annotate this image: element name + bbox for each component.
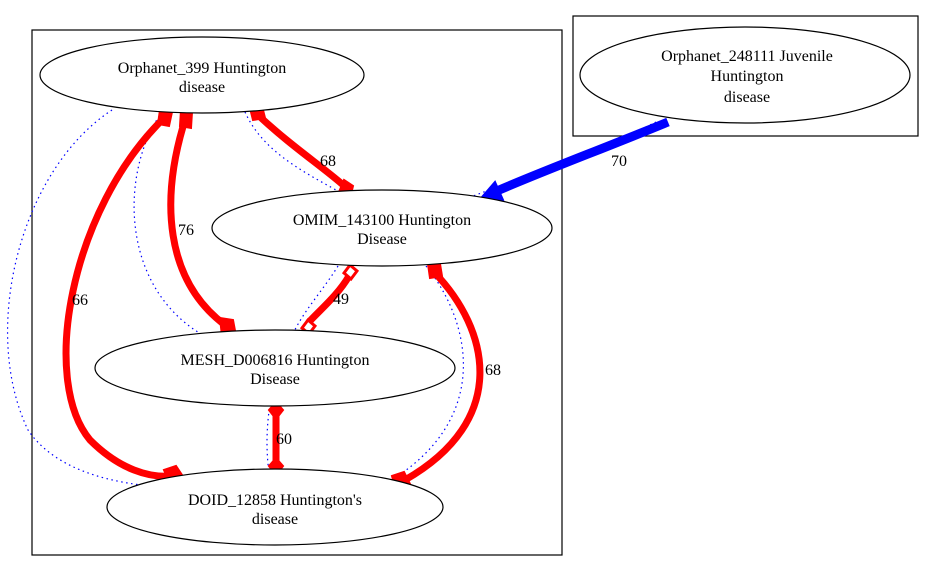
edge-omim-mesh — [305, 272, 353, 326]
node-orphanet-248111-line-2: Huntington — [711, 68, 784, 85]
main-cluster — [31, 29, 563, 556]
edge-orphanet248111-omim — [488, 117, 670, 199]
node-omim-143100-line-2: Disease — [357, 231, 407, 248]
edge-orphanet399-omim — [254, 111, 346, 188]
juvenile-cluster — [572, 15, 919, 137]
node-doid-12858-shape — [106, 468, 444, 546]
node-doid-12858-line-2: disease — [252, 511, 298, 528]
edge-orphanet399-mesh — [167, 116, 229, 329]
edge-label-mesh-doid: 60 — [276, 431, 292, 448]
edge-omim-mesh-tail — [341, 262, 360, 282]
node-orphanet-399-line-2: disease — [179, 79, 225, 96]
cross-cluster-edge — [473, 117, 670, 206]
weak-link-orphanet399-doid — [6, 109, 151, 487]
weak-link-orphanet399-mesh — [133, 111, 209, 339]
node-orphanet-399[interactable]: Orphanet_399 Huntington disease — [39, 36, 365, 114]
node-omim-143100-shape — [211, 189, 553, 267]
node-orphanet-399-line-1: Orphanet_399 Huntington — [118, 60, 286, 77]
edge-label-orphanet399-mesh: 76 — [178, 222, 194, 239]
edge-omim-doid — [401, 268, 484, 484]
node-mesh-d006816-line-2: Disease — [250, 371, 300, 388]
node-omim-143100[interactable]: OMIM_143100 Huntington Disease — [211, 189, 553, 267]
edge-label-orphanet399-doid: 66 — [72, 292, 88, 309]
node-mesh-d006816-line-1: MESH_D006816 Huntington — [181, 352, 370, 369]
node-orphanet-399-shape — [39, 36, 365, 114]
node-orphanet-248111[interactable]: Orphanet_248111 Juvenile Huntington dise… — [579, 26, 911, 124]
node-doid-12858[interactable]: DOID_12858 Huntington's disease — [106, 468, 444, 546]
weak-link-orphanet399-omim — [244, 111, 337, 191]
edge-label-omim-doid: 68 — [485, 362, 501, 379]
strong-edges — [62, 104, 484, 492]
node-orphanet-248111-shape — [579, 26, 911, 124]
node-omim-143100-line-1: OMIM_143100 Huntington — [293, 212, 471, 229]
node-orphanet-248111-line-3: disease — [724, 89, 770, 106]
edge-omim-doid-tail — [426, 263, 444, 280]
edge-orphanet399-doid — [62, 114, 176, 480]
node-orphanet-248111-line-1: Orphanet_248111 Juvenile — [661, 48, 833, 65]
edge-label-orphanet399-omim: 68 — [320, 153, 336, 170]
edge-label-orphanet248111-omim: 70 — [611, 153, 627, 170]
edge-label-omim-mesh: 49 — [333, 291, 349, 308]
node-mesh-d006816-shape — [94, 329, 456, 407]
node-mesh-d006816[interactable]: MESH_D006816 Huntington Disease — [94, 329, 456, 407]
node-doid-12858-line-1: DOID_12858 Huntington's — [188, 492, 362, 509]
